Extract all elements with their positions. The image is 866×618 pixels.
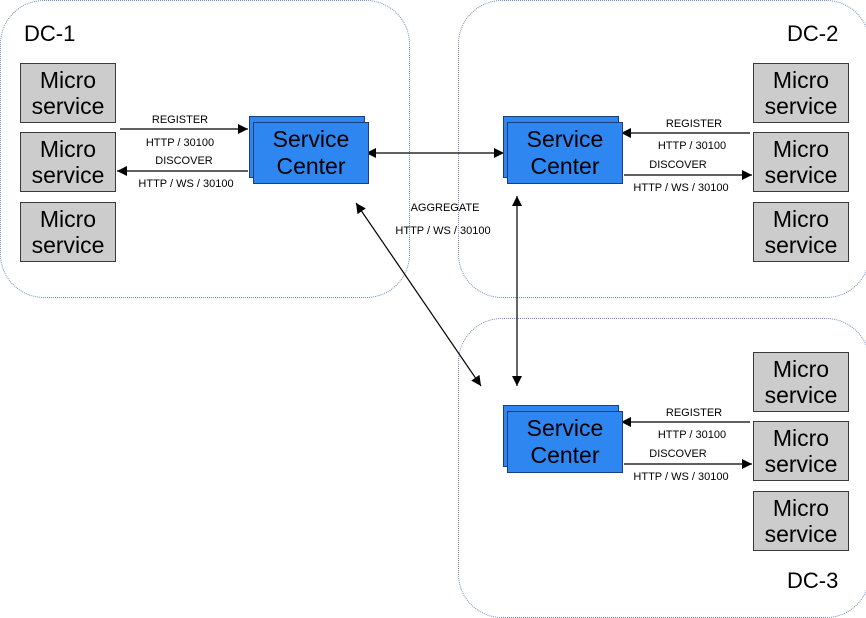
dc3-discover-protocol: HTTP / WS / 30100 bbox=[633, 471, 729, 483]
aggregate-dc1-dc3-arrow bbox=[355, 202, 482, 387]
dc2-microservice-2: Micro service bbox=[753, 132, 849, 192]
dc1-microservice-1: Micro service bbox=[20, 63, 116, 123]
dc1-label: DC-1 bbox=[24, 21, 76, 46]
dc3-register-label: REGISTER bbox=[665, 407, 723, 419]
dc1-register-protocol: HTTP / 30100 bbox=[145, 137, 215, 149]
dc3-service-center: Service Center bbox=[507, 411, 623, 473]
dc3-discover-label: DISCOVER bbox=[649, 448, 707, 460]
dc1-register-label: REGISTER bbox=[151, 114, 209, 126]
dc1-microservice-2: Micro service bbox=[20, 132, 116, 192]
dc2-microservice-3: Micro service bbox=[753, 202, 849, 262]
dc2-microservice-1: Micro service bbox=[753, 63, 849, 123]
dc3-label: DC-3 bbox=[787, 568, 839, 593]
dc2-register-label: REGISTER bbox=[665, 118, 723, 130]
dc2-discover-label: DISCOVER bbox=[649, 159, 707, 171]
dc1-microservice-3: Micro service bbox=[20, 202, 116, 262]
dc1-service-center: Service Center bbox=[253, 122, 369, 184]
dc3-register-protocol: HTTP / 30100 bbox=[657, 429, 727, 441]
dc3-microservice-2: Micro service bbox=[753, 421, 849, 481]
dc2-service-center: Service Center bbox=[507, 122, 623, 184]
aggregate-label: AGGREGATE bbox=[410, 202, 480, 214]
dc3-microservice-3: Micro service bbox=[753, 491, 849, 551]
dc3-microservice-1: Micro service bbox=[753, 352, 849, 412]
dc2-discover-protocol: HTTP / WS / 30100 bbox=[633, 182, 729, 194]
dc2-label: DC-2 bbox=[787, 21, 839, 46]
dc2-register-protocol: HTTP / 30100 bbox=[657, 140, 727, 152]
dc1-discover-label: DISCOVER bbox=[155, 155, 213, 167]
dc1-discover-protocol: HTTP / WS / 30100 bbox=[138, 178, 234, 190]
aggregate-protocol: HTTP / WS / 30100 bbox=[395, 225, 491, 237]
